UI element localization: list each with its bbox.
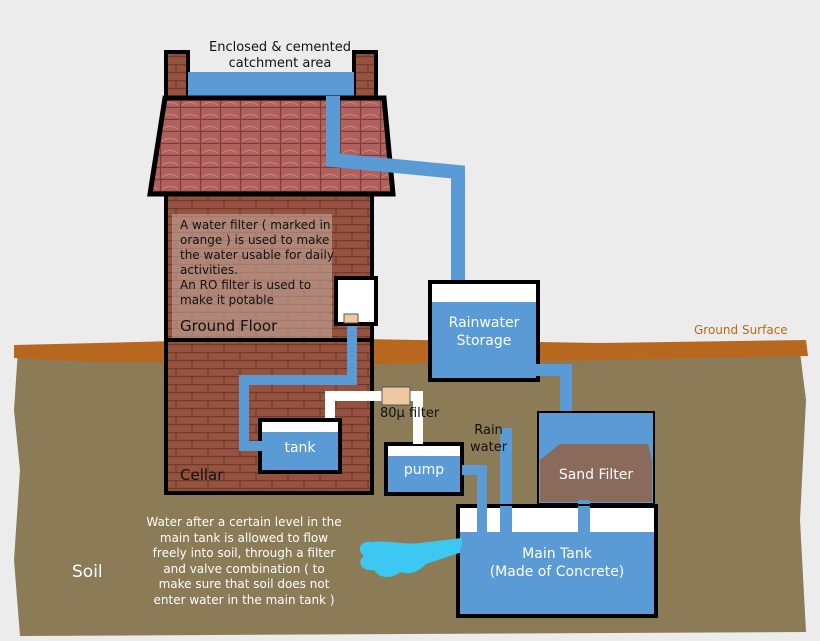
overflow-note-line-6: enter water in the main tank ) bbox=[153, 592, 335, 607]
filter-note-backing bbox=[172, 214, 332, 338]
cellar-label: Cellar bbox=[180, 466, 224, 484]
catchment-label-line-1: Enclosed & cemented bbox=[209, 40, 351, 55]
rain-water-label: Rain water bbox=[470, 422, 507, 456]
pump-water bbox=[388, 456, 460, 492]
main-tank-label: Main Tank (Made of Concrete) bbox=[460, 545, 654, 581]
sand-filter-label: Sand Filter bbox=[558, 467, 634, 483]
pump-outlet-pipe bbox=[325, 391, 423, 444]
ro-filter-marker bbox=[343, 313, 359, 324]
rain-water-label-line-2: water bbox=[470, 440, 508, 455]
main-tank-label-line-1: Main Tank bbox=[522, 546, 592, 562]
80-micron-filter-label: 80μ filter bbox=[380, 406, 440, 421]
rainwater-storage-label-line-1: Rainwater bbox=[448, 315, 520, 331]
cellar-tank-water bbox=[262, 432, 338, 470]
overflow-note-line-2: main tank is allowed to flow bbox=[159, 530, 329, 545]
catchment-water bbox=[188, 72, 354, 100]
filter-note-line-4: activities. bbox=[180, 263, 238, 277]
roof bbox=[147, 95, 396, 197]
rain-water-pipe-inside bbox=[500, 506, 512, 534]
pump-label: pump bbox=[403, 462, 445, 478]
80-micron-filter bbox=[381, 386, 411, 406]
cellar-tank-label: tank bbox=[284, 440, 316, 456]
storage-to-sandfilter-pipe bbox=[536, 364, 572, 412]
ground-surface-label: Ground Surface bbox=[694, 323, 788, 337]
sand-layer bbox=[540, 444, 652, 502]
sandfilter-pipe-inside bbox=[578, 506, 590, 534]
catchment-label-line-2: catchment area bbox=[228, 56, 332, 71]
filter-note-line-5: An RO filter is used to bbox=[180, 278, 312, 292]
overflow-note-line-4: and valve combination ( to bbox=[163, 561, 325, 576]
rain-water-pipe bbox=[500, 428, 512, 508]
rainwater-storage-label-line-2: Storage bbox=[456, 333, 512, 349]
tank-to-ro-pipe bbox=[239, 322, 357, 451]
main-tank-label-line-2: (Made of Concrete) bbox=[489, 564, 625, 580]
filter-note-line-1: A water filter ( marked in bbox=[180, 218, 331, 232]
ground-floor-label: Ground Floor bbox=[180, 317, 278, 335]
overflow-note-line-5: make sure that soil does not bbox=[158, 577, 330, 591]
downpipe bbox=[326, 96, 465, 282]
filter-note: A water filter ( marked in orange ) is u… bbox=[180, 218, 334, 308]
main-tank-water bbox=[460, 532, 654, 614]
overflow-spray bbox=[359, 538, 462, 577]
overflow-note-line-3: freely into soil, through a filter bbox=[152, 546, 336, 560]
maintank-to-pump-pipe bbox=[460, 465, 487, 557]
soil-label: Soil bbox=[72, 562, 103, 582]
rainwater-storage-label: Rainwater Storage bbox=[432, 314, 536, 350]
overflow-note-line-1: Water after a certain level in the bbox=[146, 515, 342, 529]
overflow-note: Water after a certain level in the main … bbox=[138, 515, 350, 608]
filter-note-line-6: make it potable bbox=[180, 293, 274, 307]
filter-note-line-3: the water usable for daily bbox=[180, 248, 334, 262]
rainwater-storage-water bbox=[432, 302, 536, 378]
filter-note-line-2: orange ) is used to make bbox=[180, 233, 330, 247]
catchment-label: Enclosed & cemented catchment area bbox=[200, 40, 360, 72]
rain-water-label-line-1: Rain bbox=[474, 423, 503, 438]
